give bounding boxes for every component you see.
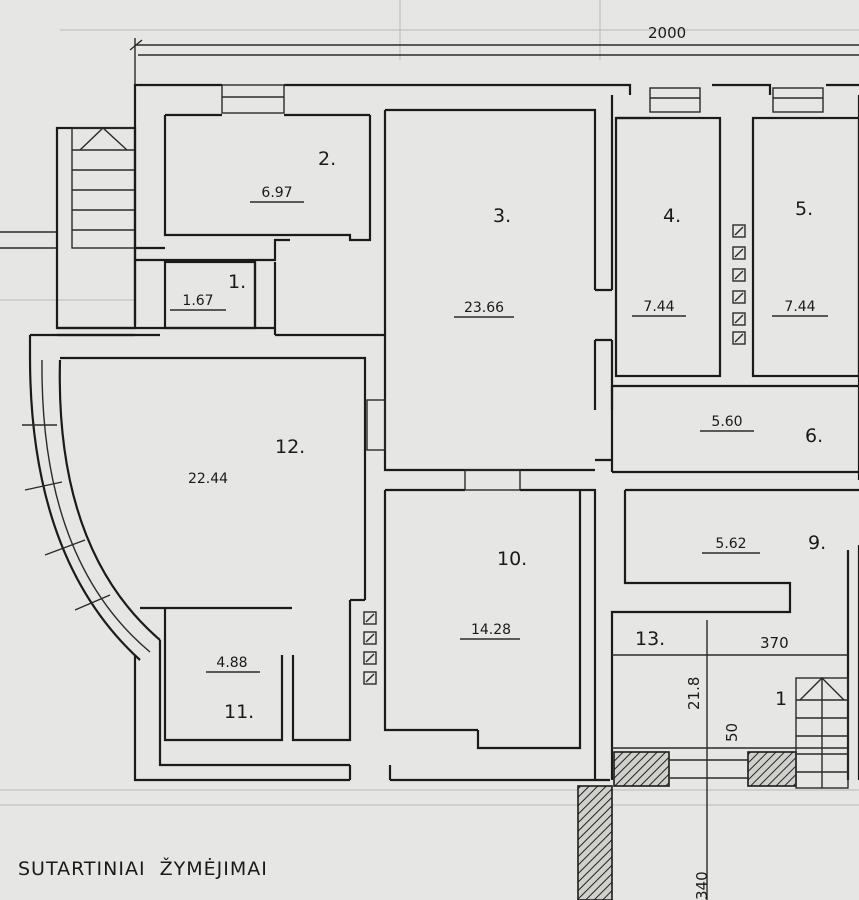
room-area-4: 7.44 [643,299,674,315]
background-grid [0,0,859,806]
room-labels: 1. 1.67 2. 6.97 3. 23.66 4. 7.44 5. 7.44… [170,148,828,723]
room-number-2: 2. [318,148,336,170]
outer-walls [22,83,859,782]
room-number-1: 1. [228,271,246,293]
room-area-2: 6.97 [261,185,292,201]
legend-title: SUTARTINIAI ŽYMĖJIMAI [18,857,268,880]
dimension-50: 50 [723,723,741,742]
room-area-1: 1.67 [182,293,213,309]
dimension-340: 340 [693,871,711,900]
room-number-5: 5. [795,198,813,220]
ventilation-shafts-lower [363,611,377,685]
room-number-13: 13. [635,628,665,650]
room-number-4: 4. [663,205,681,227]
ventilation-shafts [732,224,746,345]
room-area-5: 7.44 [784,299,815,315]
room-number-6: 6. [805,425,823,447]
room-area-3: 23.66 [464,300,504,316]
room-number-9: 9. [808,532,826,554]
overall-dimension-line: 2000 [129,24,859,90]
dimension-21-8: 21.8 [685,677,703,710]
room-area-10: 14.28 [471,622,511,638]
room-number-12: 12. [275,436,305,458]
room-area-12: 22.44 [188,471,228,487]
room-number-11: 11. [224,701,254,723]
room-area-9: 5.62 [715,536,746,552]
overall-dimension-text: 2000 [648,24,686,42]
left-entrance-stair [0,126,137,330]
dimension-labels: 370 21.8 50 340 [685,634,789,900]
room-number-3: 3. [493,205,511,227]
stair-13 [795,677,849,789]
room-number-10: 10. [497,548,527,570]
room-area-6: 5.60 [711,414,742,430]
dimension-370: 370 [760,634,789,652]
stair-number: 1 [775,688,787,710]
room-area-11: 4.88 [216,655,247,671]
